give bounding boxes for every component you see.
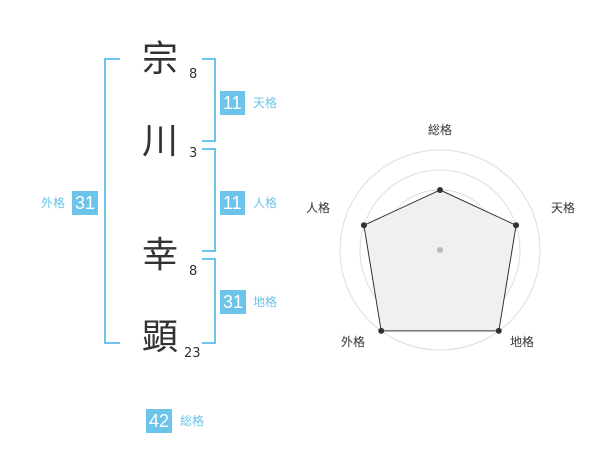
jinkaku-value: 11 [220,191,245,215]
soukaku-label: 総格 [180,414,205,428]
radar-point-tenkaku [513,222,520,229]
tenkaku-bracket [202,58,216,142]
stroke-count-3: 8 [189,264,198,279]
stroke-count-2: 3 [189,146,198,161]
name-char-2: 川 [142,121,179,162]
radar-ring [339,149,541,351]
radar-point-soukaku [437,187,443,193]
name-char-1: 宗 [142,39,179,80]
radar-label-soukaku: 総格 [428,122,452,137]
radar-label-jinkaku: 人格 [306,200,330,215]
name-char-3: 幸 [142,235,179,276]
chikaku-value: 31 [220,290,247,314]
gaikaku-bracket [104,58,120,344]
soukaku-value: 42 [146,409,173,433]
radar-point-jinkaku [360,222,367,229]
radar-label-tenkaku: 天格 [551,200,575,215]
radar-polygon [363,189,517,332]
tenkaku-label: 天格 [253,96,278,110]
chikaku-label: 地格 [253,295,278,309]
gaikaku-value: 31 [72,191,99,215]
radar-point-gaikaku [378,327,385,334]
tenkaku-value: 11 [220,91,245,115]
radar-label-gaikaku: 外格 [341,334,365,349]
radar-chart: 総格 天格 地格 外格 人格 [306,122,575,351]
gaikaku-label: 外格 [41,196,66,210]
jinkaku-bracket [202,148,216,252]
stroke-count-4: 23 [184,346,201,361]
radar-point-chikaku [495,327,502,334]
stroke-count-1: 8 [189,67,198,82]
name-char-4: 顕 [142,317,179,358]
jinkaku-label: 人格 [253,196,278,210]
radar-center-dot [437,247,443,253]
chikaku-bracket [202,258,216,344]
radar-label-chikaku: 地格 [510,334,534,349]
radar-points [360,187,520,334]
